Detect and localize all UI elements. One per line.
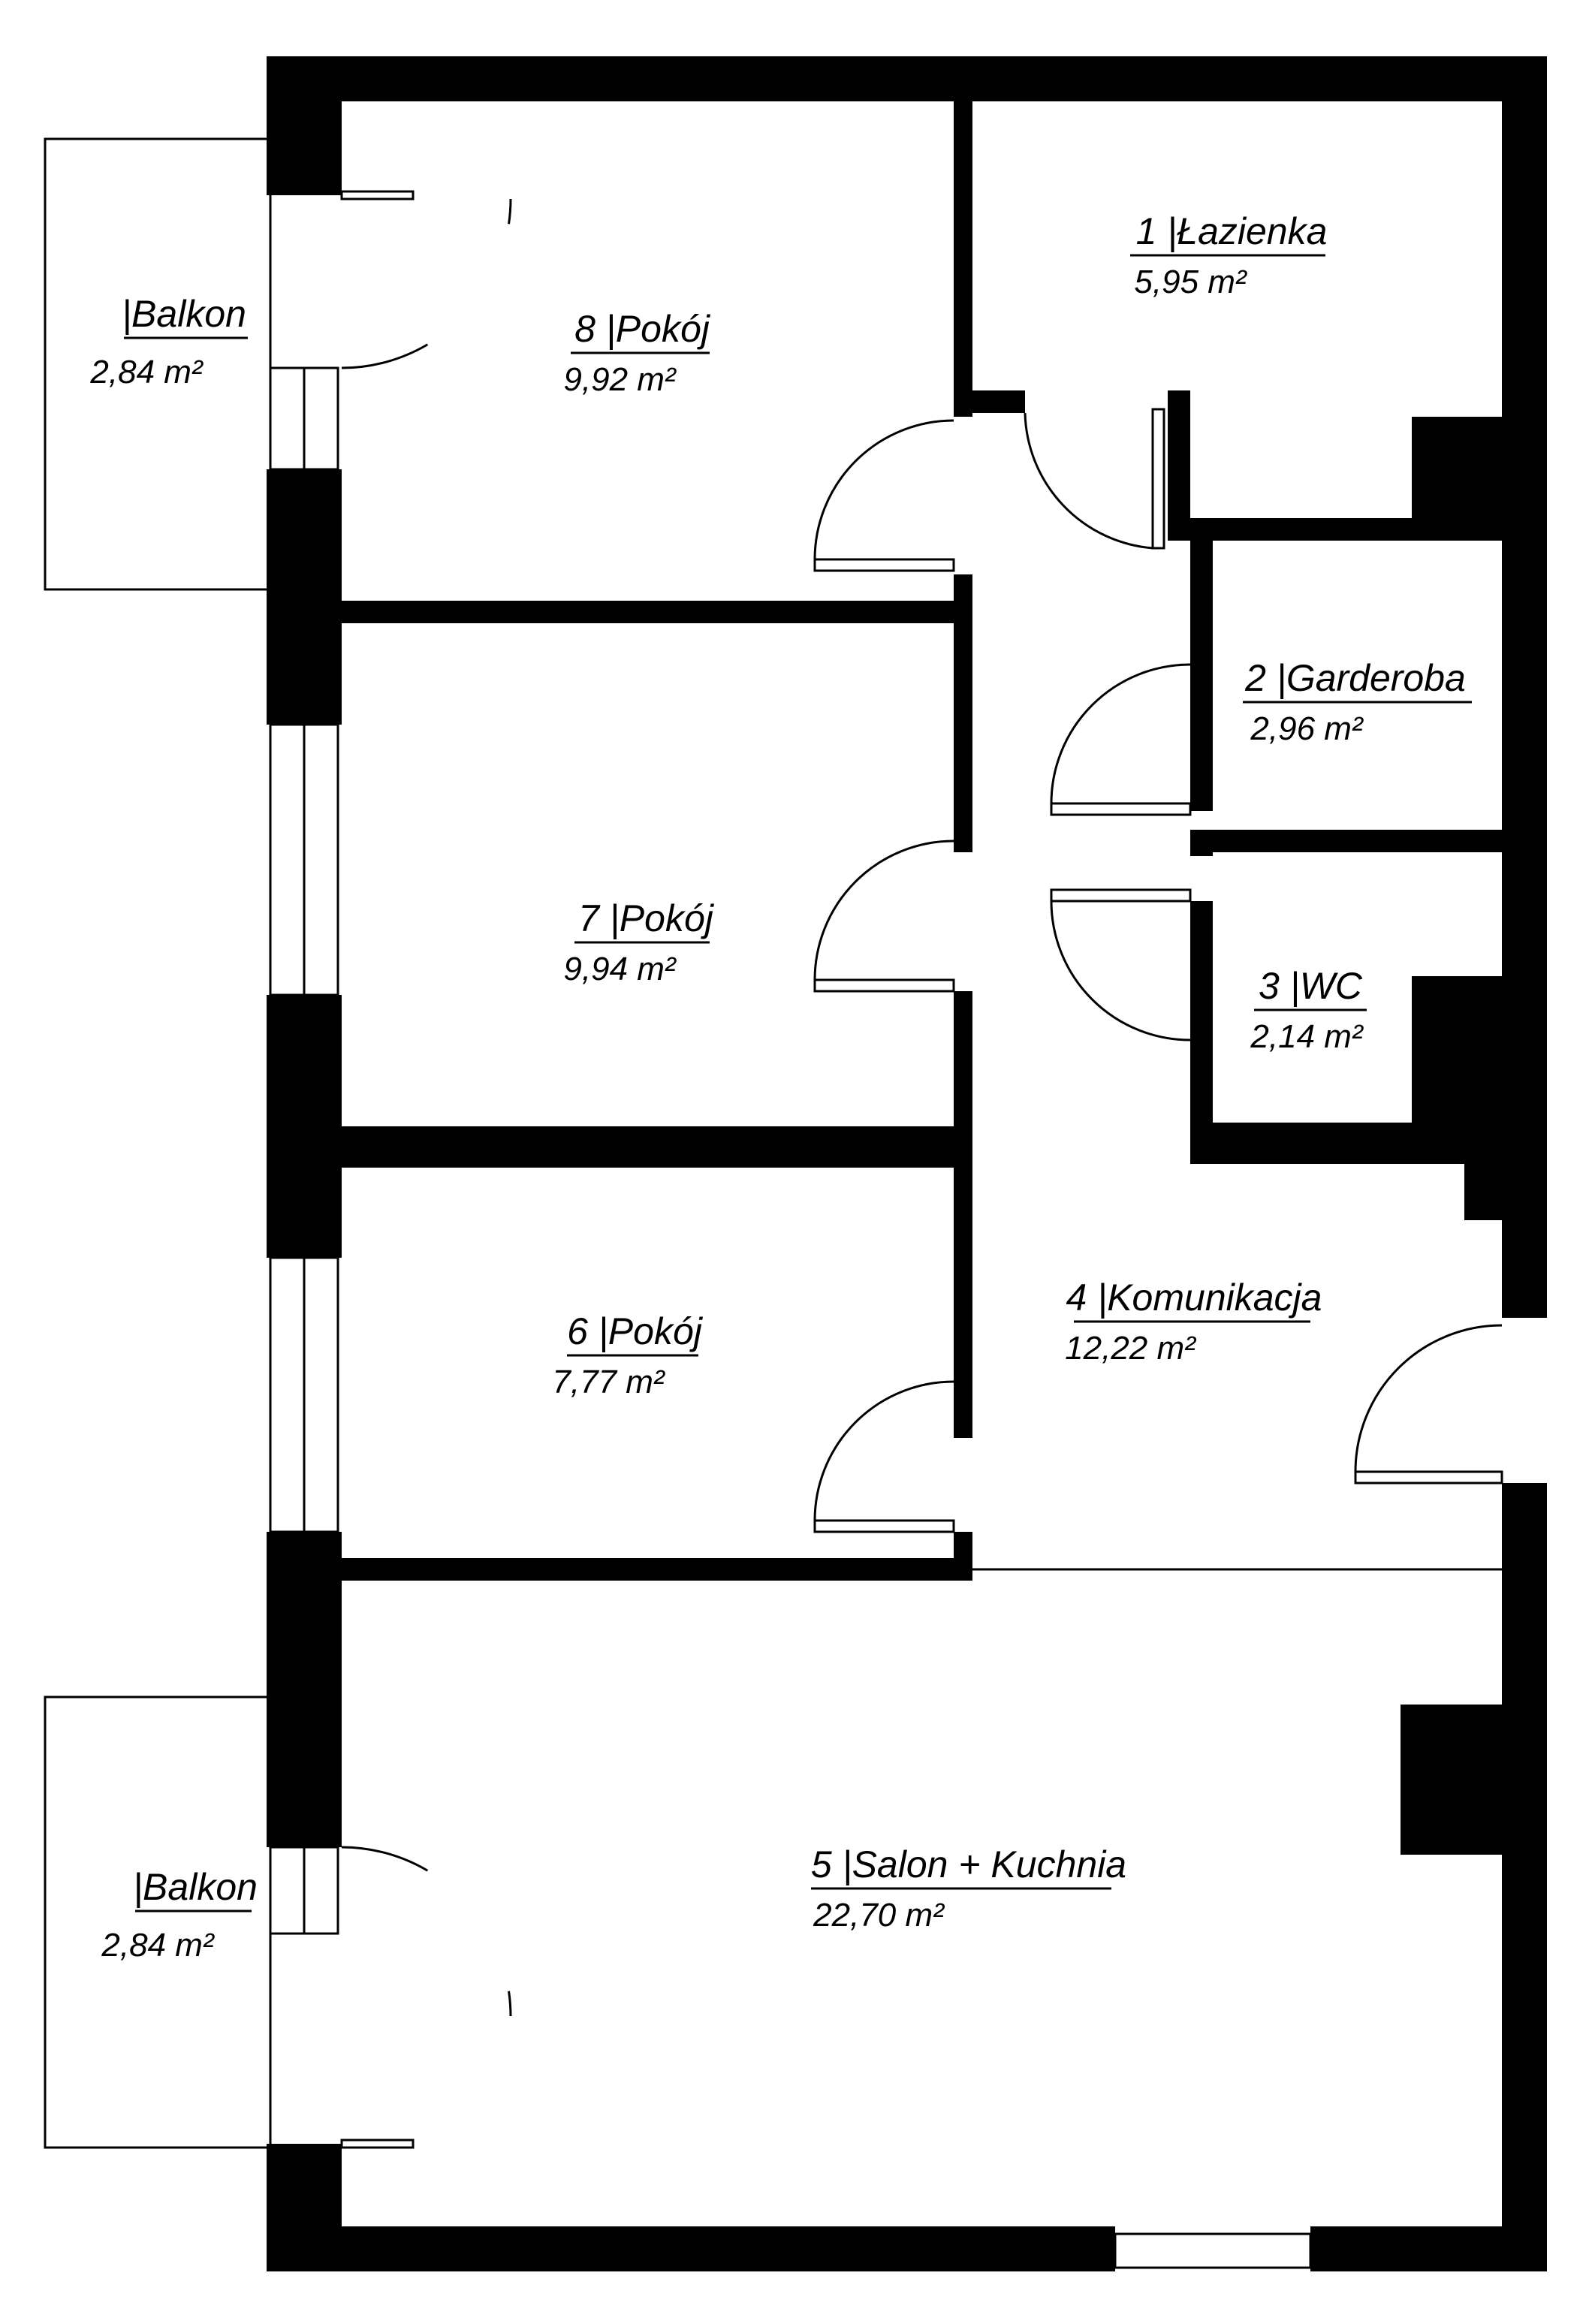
interior-walls bbox=[342, 56, 1543, 1855]
room-area: 9,94 m² bbox=[563, 951, 677, 987]
room-area: 22,70 m² bbox=[813, 1897, 945, 1934]
room-label-salon: 5 |Salon + Kuchnia 22,70 m² bbox=[811, 1843, 1126, 1934]
room-name: 5 |Salon + Kuchnia bbox=[811, 1843, 1126, 1886]
room-name: 2 |Garderoba bbox=[1244, 657, 1466, 700]
room-label-balkon-top: |Balkon 2,84 m² bbox=[89, 293, 248, 390]
room-label-pokoj7: 7 |Pokój 9,94 m² bbox=[563, 897, 714, 987]
balcony-top-outline bbox=[44, 137, 272, 591]
room-label-garderoba: 2 |Garderoba 2,96 m² bbox=[1243, 657, 1472, 747]
room-area: 2,84 m² bbox=[101, 1927, 215, 1964]
window-bottom bbox=[1114, 2232, 1312, 2269]
room-area: 2,14 m² bbox=[1250, 1018, 1364, 1055]
room-area: 9,92 m² bbox=[563, 361, 677, 398]
room-label-lazienka: 1 |Łazienka 5,95 m² bbox=[1130, 210, 1327, 300]
room-area: 5,95 m² bbox=[1134, 264, 1247, 300]
room-label-balkon-bottom: |Balkon 2,84 m² bbox=[101, 1866, 258, 1964]
room-label-pokoj8: 8 |Pokój 9,92 m² bbox=[563, 308, 710, 398]
room-area: 2,84 m² bbox=[89, 354, 204, 390]
room-name: 8 |Pokój bbox=[574, 308, 711, 351]
room-name: |Balkon bbox=[133, 1866, 258, 1909]
room-name: |Balkon bbox=[122, 293, 246, 336]
balcony-bottom-outline bbox=[44, 1696, 272, 2149]
room-name: 7 |Pokój bbox=[578, 897, 715, 940]
room-area: 2,96 m² bbox=[1250, 710, 1364, 747]
doors bbox=[340, 190, 1503, 2149]
room-label-pokoj6: 6 |Pokój 7,77 m² bbox=[552, 1310, 703, 1400]
room-name: 3 |WC bbox=[1259, 965, 1363, 1008]
windows-left bbox=[269, 366, 339, 1935]
room-label-wc: 3 |WC 2,14 m² bbox=[1250, 965, 1367, 1055]
room-name: 1 |Łazienka bbox=[1136, 210, 1328, 253]
room-name: 6 |Pokój bbox=[567, 1310, 704, 1353]
room-name: 4 |Komunikacja bbox=[1066, 1277, 1322, 1319]
room-area: 7,77 m² bbox=[552, 1364, 665, 1400]
room-area: 12,22 m² bbox=[1065, 1330, 1196, 1367]
room-label-komunikacja: 4 |Komunikacja 12,22 m² bbox=[1065, 1277, 1322, 1367]
